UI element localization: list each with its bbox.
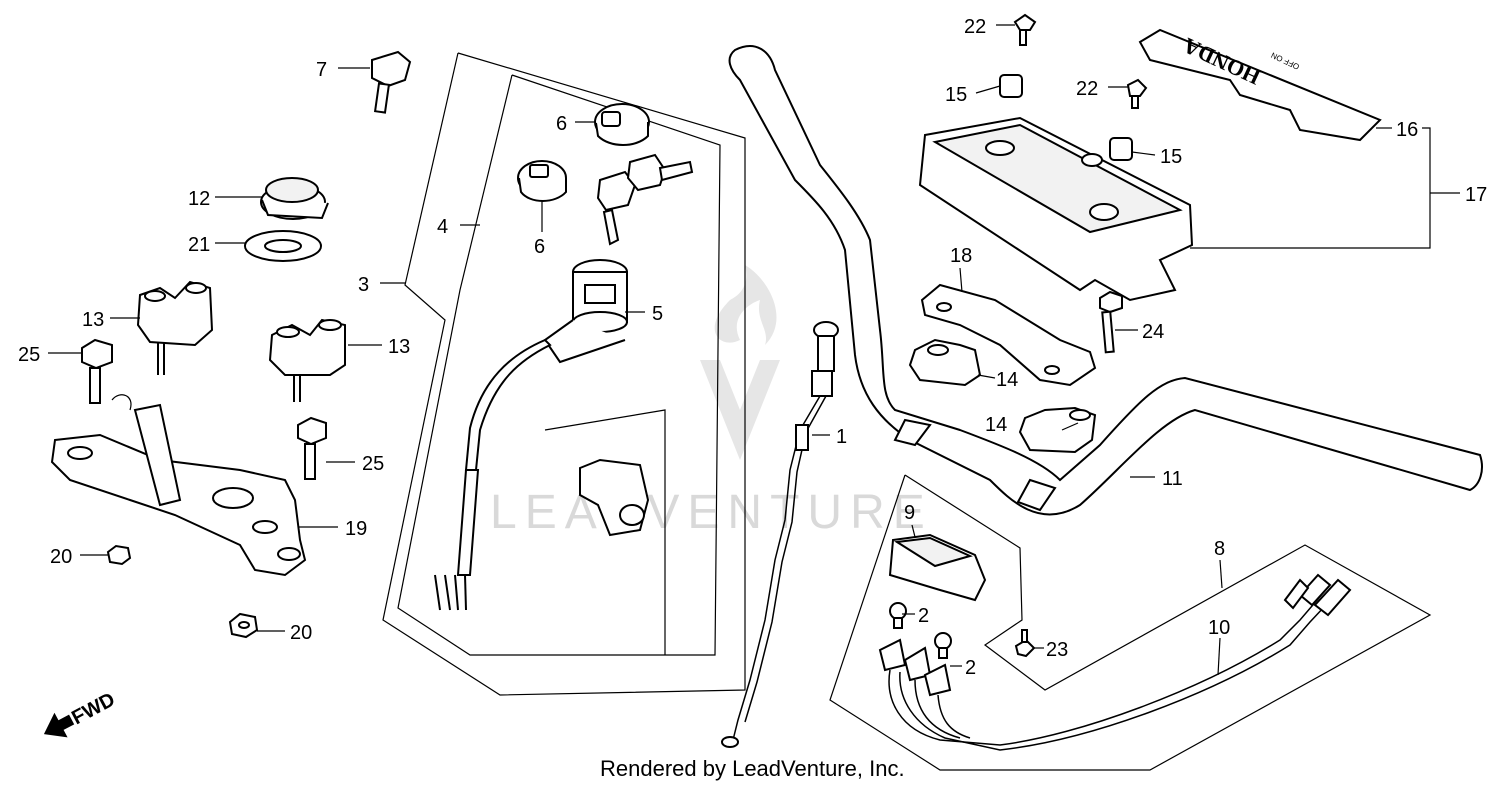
callout-20a: 20 [50, 546, 72, 568]
callout-11: 11 [1162, 468, 1183, 490]
watermark-text: LEADVENTURE [490, 486, 933, 539]
grommet-lower [1109, 137, 1133, 161]
cover-brand-text: HONDA [1179, 33, 1264, 90]
callout-3: 3 [358, 274, 369, 296]
callout-13a: 13 [82, 309, 104, 331]
washer-part [244, 230, 322, 262]
fwd-label: FWD [68, 689, 119, 730]
callout-21: 21 [188, 234, 210, 256]
lock-housing-part [579, 458, 650, 537]
callout-17: 17 [1465, 184, 1487, 206]
meter-holder-lower [1018, 406, 1097, 454]
indicator-lens-part [888, 533, 987, 602]
callout-8: 8 [1214, 538, 1225, 560]
screw-23-part [1014, 629, 1036, 658]
callout-25b: 25 [362, 453, 384, 475]
meter-bracket-part [920, 283, 1097, 387]
nut-right [228, 612, 259, 639]
leader-lines [48, 24, 1460, 676]
wiring-group-box [829, 474, 1432, 771]
meter-cover-part: HONDA OFF ON [1138, 28, 1382, 142]
choke-cable-part [721, 321, 839, 748]
callout-4: 4 [437, 216, 448, 238]
nut-left [106, 544, 132, 566]
callout-6a: 6 [556, 113, 567, 135]
meter-wire-harness-part [878, 573, 1352, 751]
flange-bolt-left [81, 338, 113, 404]
handlebar-holder-upper-right [268, 318, 346, 402]
bracket-bolt-part [1099, 290, 1123, 354]
ignition-switch-group-box [382, 52, 746, 696]
fwd-arrow: FWD [43, 689, 119, 738]
meter-holder-upper [908, 338, 982, 387]
seal-cap-part [517, 160, 567, 202]
callout-13b: 13 [388, 336, 410, 358]
key-cap-part [594, 103, 650, 146]
callout-14a: 14 [996, 369, 1018, 391]
ignition-switch-part [434, 259, 628, 611]
credit-text: Rendered by LeadVenture, Inc. [600, 756, 905, 781]
callout-16: 16 [1396, 119, 1418, 141]
callout-2b: 2 [965, 657, 976, 679]
lower-holder-plate-part [50, 394, 307, 577]
callout-9: 9 [904, 502, 915, 524]
handlebar-part [728, 45, 1483, 516]
callout-12: 12 [188, 188, 210, 210]
callout-25a: 25 [18, 344, 40, 366]
screw-lower [1126, 78, 1148, 109]
callout-1: 1 [836, 426, 847, 448]
callout-15a: 15 [945, 84, 967, 106]
callout-22a: 22 [964, 16, 986, 38]
callout-14b: 14 [985, 414, 1007, 436]
key-set-part [596, 153, 694, 246]
callout-22b: 22 [1076, 78, 1098, 100]
callout-19: 19 [345, 518, 367, 540]
bulb-socket-right [934, 632, 952, 659]
callout-20b: 20 [290, 622, 312, 644]
flange-bolt-right [297, 416, 327, 480]
callout-15b: 15 [1160, 146, 1182, 168]
handlebar-holder-upper-left [136, 280, 214, 375]
callout-labels: 7 12 21 13 13 25 25 19 20 20 3 4 6 6 5 1… [18, 16, 1487, 679]
callout-23: 23 [1046, 639, 1068, 661]
callout-6b: 6 [534, 236, 545, 258]
callout-5: 5 [652, 303, 663, 325]
bulb-socket-left [889, 602, 907, 629]
screw-upper [1013, 13, 1037, 46]
key-blank-part [371, 50, 412, 114]
callout-24: 24 [1142, 321, 1164, 343]
callout-18: 18 [950, 245, 972, 267]
callout-10: 10 [1208, 617, 1230, 639]
cover-switch-text: OFF ON [1269, 50, 1300, 71]
cap-nut-part [260, 177, 329, 220]
callout-7: 7 [316, 59, 327, 81]
callout-2a: 2 [918, 605, 929, 627]
meter-assembly-part [918, 116, 1194, 302]
grommet-upper [999, 74, 1023, 98]
